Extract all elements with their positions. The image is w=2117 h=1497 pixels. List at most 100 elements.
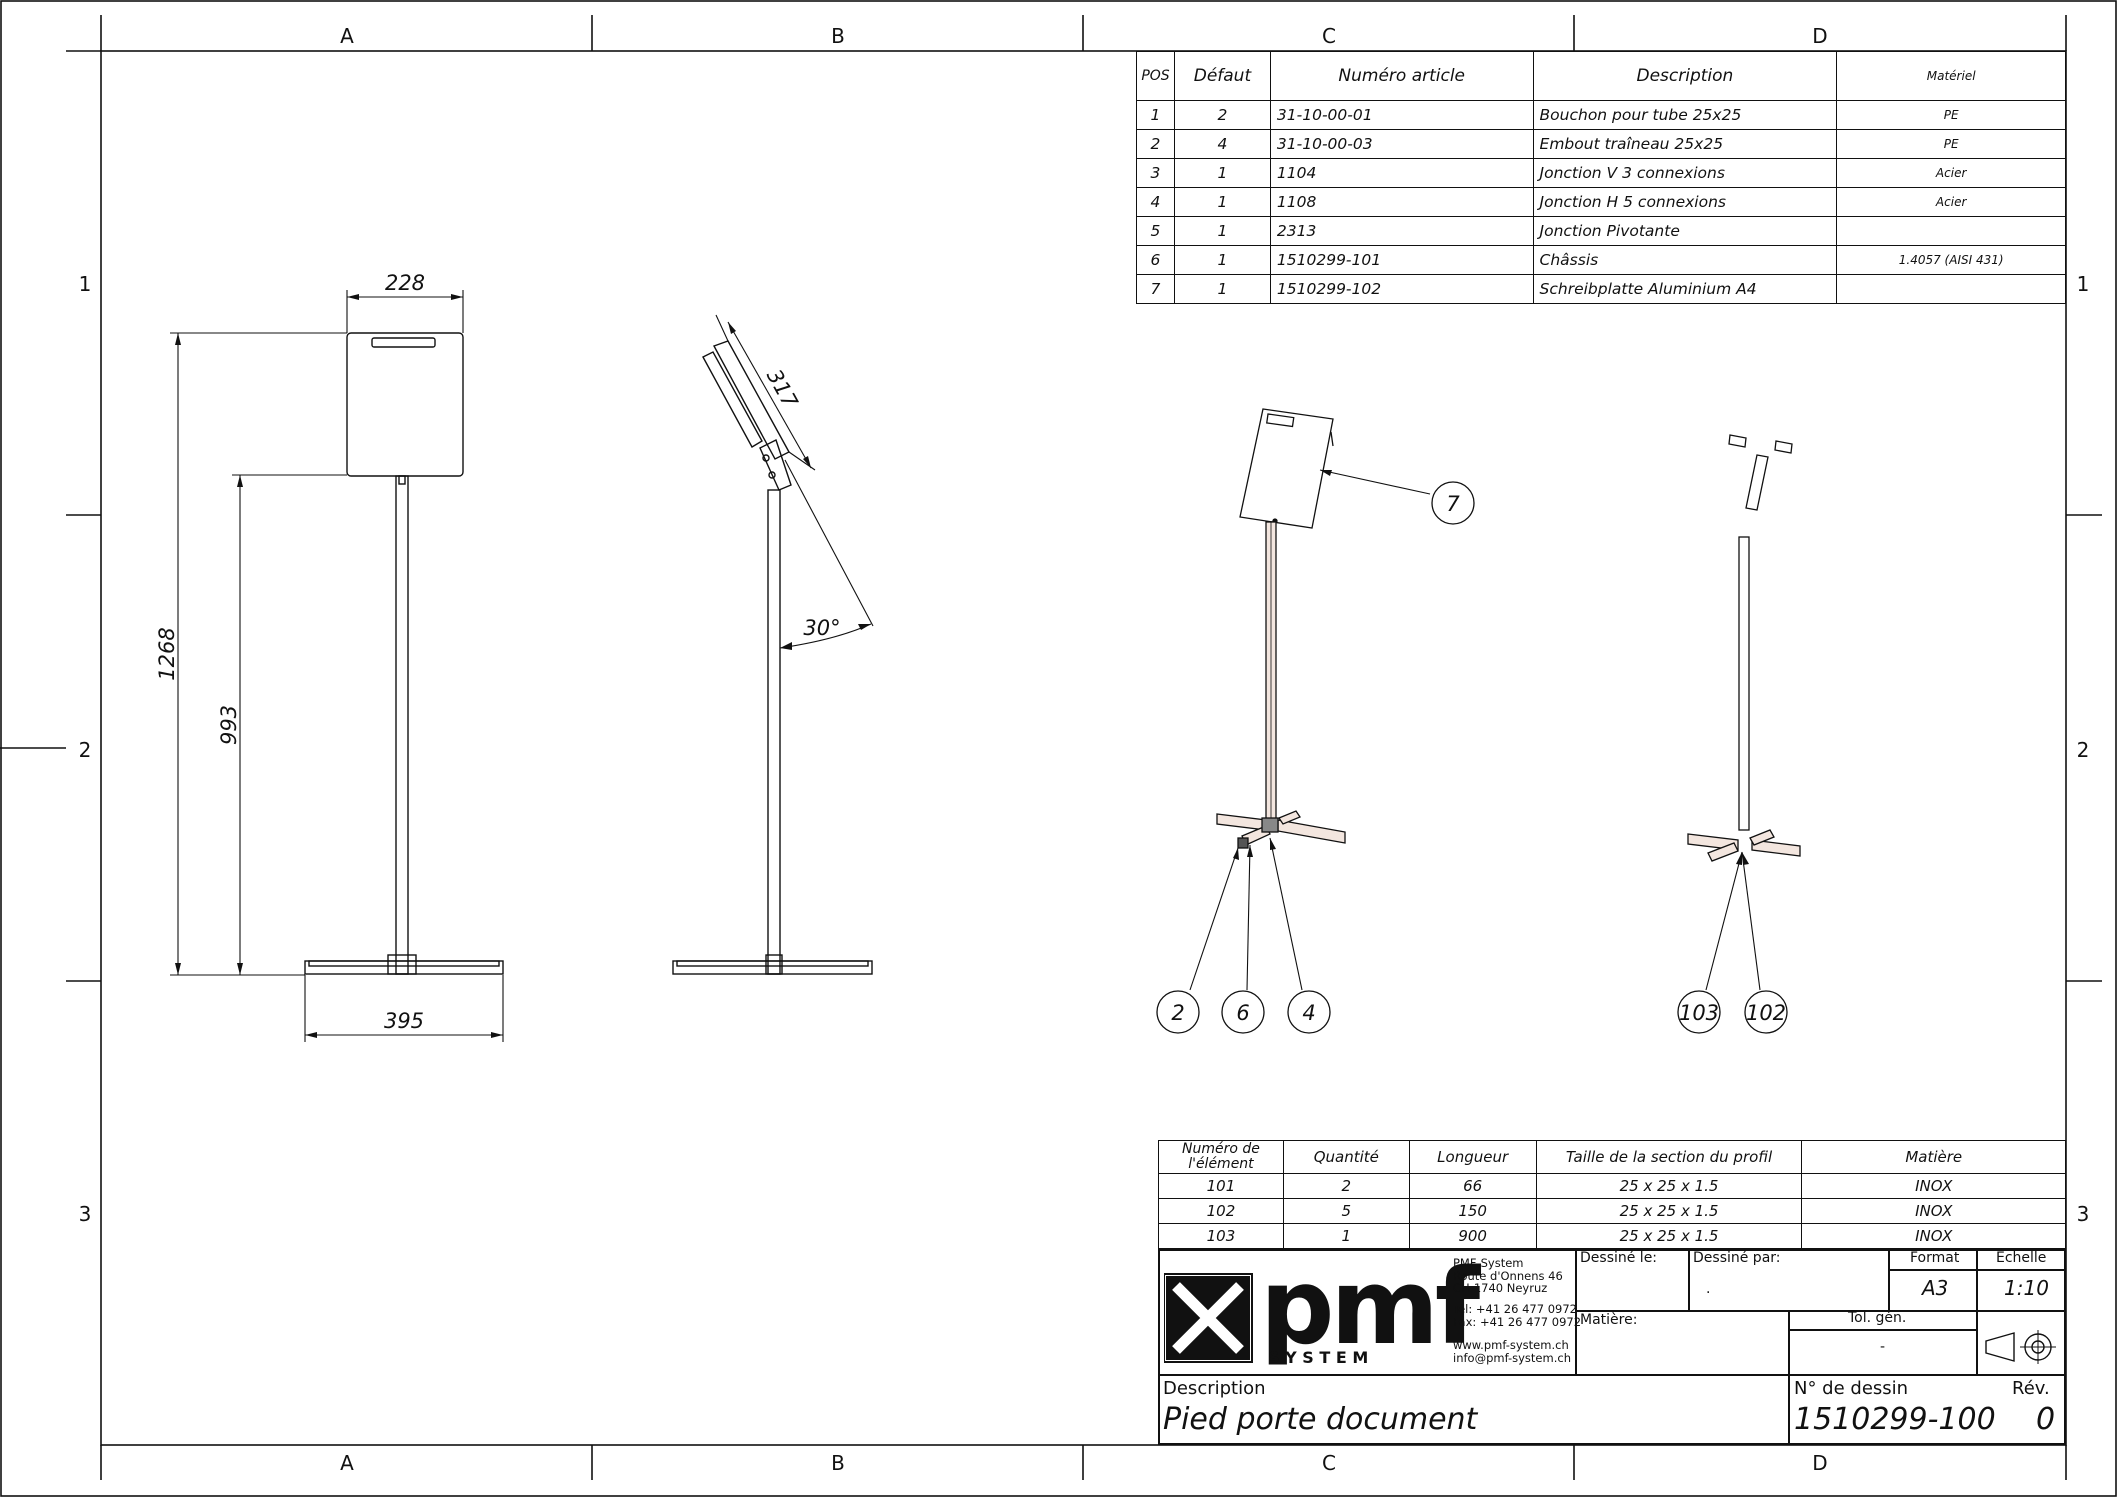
dim-side-angle: 30° — [803, 616, 840, 640]
dim-front-height-lower: 993 — [217, 705, 241, 745]
cell-description: Bouchon pour tube 25x25 — [1532, 100, 1838, 130]
drawn-by-label: Dessiné par: — [1693, 1250, 1781, 1266]
zone-col-a-top: A — [340, 24, 354, 48]
pmf-logo: pmf S Y S T E M — [1164, 1259, 1486, 1368]
balloon-6-label: 6 — [1236, 1001, 1249, 1025]
company-street: Route d'Onnens 46 — [1453, 1268, 1563, 1283]
header-matiere: Matière — [1801, 1140, 2066, 1174]
cell-element: 102 — [1158, 1198, 1284, 1224]
header-pos: POS — [1136, 51, 1175, 101]
cell-description: Jonction V 3 connexions — [1532, 158, 1838, 188]
cell-pos: 2 — [1136, 129, 1175, 159]
cell-longueur: 900 — [1408, 1223, 1537, 1249]
cell-pos: 7 — [1136, 274, 1175, 304]
cell-article: 2313 — [1269, 216, 1534, 246]
header-longueur: Longueur — [1408, 1140, 1537, 1174]
cell-taille: 25 x 25 x 1.5 — [1535, 1173, 1803, 1199]
dim-front-height-total: 1268 — [155, 627, 179, 680]
header-materiel: Matériel — [1836, 51, 2066, 101]
cell-materiel: Acier — [1836, 187, 2066, 217]
zone-row-1-left: 1 — [78, 272, 92, 296]
cell-defaut: 2 — [1173, 100, 1271, 130]
table-row: 103 1 900 25 x 25 x 1.5 INOX — [1158, 1223, 2066, 1249]
company-address: PMF-System Route d'Onnens 46 CH-1740 Ney… — [1453, 1257, 1563, 1295]
drawn-by-value: . — [1706, 1281, 1711, 1297]
cell-defaut: 1 — [1173, 187, 1271, 217]
cell-description: Jonction H 5 connexions — [1532, 187, 1838, 217]
cell-article: 31-10-00-03 — [1269, 129, 1534, 159]
zone-col-b-top: B — [831, 24, 845, 48]
parts-header-row: POS Défaut Numéro article Description Ma… — [1136, 51, 2066, 101]
dim-front-width-top: 228 — [385, 271, 425, 295]
cell-pos: 6 — [1136, 245, 1175, 275]
drawing-number-label: N° de dessin — [1794, 1378, 1909, 1399]
cell-pos: 5 — [1136, 216, 1175, 246]
table-row: 1 2 31-10-00-01 Bouchon pour tube 25x25 … — [1136, 100, 2066, 130]
header-taille-section: Taille de la section du profil — [1535, 1140, 1803, 1174]
table-row: 7 1 1510299-102 Schreibplatte Aluminium … — [1136, 274, 2066, 304]
table-row: 6 1 1510299-101 Châssis 1.4057 (AISI 431… — [1136, 245, 2066, 275]
format-label: Format — [1910, 1250, 1960, 1266]
company-tel: Tél: +41 26 477 0972 — [1453, 1302, 1577, 1316]
description-value: Pied porte document — [1163, 1402, 1478, 1437]
side-view — [672, 314, 874, 975]
table-row: 3 1 1104 Jonction V 3 connexions Acier — [1136, 158, 2066, 188]
cell-taille: 25 x 25 x 1.5 — [1535, 1198, 1803, 1224]
cell-description: Châssis — [1532, 245, 1838, 275]
revision-label: Rév. — [2012, 1378, 2050, 1399]
tolerance-label: Tol. gén. — [1848, 1310, 1907, 1326]
header-numero-article: Numéro article — [1269, 51, 1534, 101]
table-row: 102 5 150 25 x 25 x 1.5 INOX — [1158, 1198, 2066, 1224]
cell-quantite: 1 — [1282, 1223, 1410, 1249]
table-row: 101 2 66 25 x 25 x 1.5 INOX — [1158, 1173, 2066, 1199]
exploded-view — [1687, 434, 1801, 991]
cell-pos: 3 — [1136, 158, 1175, 188]
cell-materiel: 1.4057 (AISI 431) — [1836, 245, 2066, 275]
cell-matiere: INOX — [1801, 1173, 2066, 1199]
cell-element: 101 — [1158, 1173, 1284, 1199]
zone-col-d-bottom: D — [1812, 1451, 1828, 1475]
cell-defaut: 1 — [1173, 274, 1271, 304]
cell-defaut: 1 — [1173, 216, 1271, 246]
cell-article: 1108 — [1269, 187, 1534, 217]
balloon-circles — [1156, 481, 1788, 1034]
company-name: PMF-System — [1453, 1256, 1524, 1270]
profile-table: Numéro de l'élément Quantité Longueur Ta… — [1158, 1140, 2066, 1249]
company-city: CH-1740 Neyruz — [1453, 1281, 1548, 1295]
company-fax: Fax: +41 26 477 0972 — [1453, 1314, 1582, 1329]
zone-row-3-right: 3 — [2076, 1202, 2090, 1226]
cell-quantite: 5 — [1282, 1198, 1410, 1224]
zone-row-1-right: 1 — [2076, 272, 2090, 296]
cell-defaut: 1 — [1173, 245, 1271, 275]
dim-front-base-width: 395 — [384, 1009, 424, 1033]
logo-wordmark: pmf — [1260, 1259, 1482, 1368]
company-email: info@pmf-system.ch — [1453, 1350, 1571, 1365]
cell-defaut: 4 — [1173, 129, 1271, 159]
zone-col-d-top: D — [1812, 24, 1828, 48]
balloon-103-label: 103 — [1679, 1001, 1719, 1025]
drawing-number-value: 1510299-100 — [1794, 1402, 1996, 1437]
description-label: Description — [1163, 1378, 1266, 1399]
company-phone: Tél: +41 26 477 0972 Fax: +41 26 477 097… — [1453, 1303, 1581, 1328]
front-view — [170, 290, 504, 1042]
logo-subtitle: S Y S T E M — [1268, 1348, 1368, 1367]
cell-article: 1510299-102 — [1269, 274, 1534, 304]
title-block: pmf S Y S T E M PMF-System Route d'Onnen… — [1158, 1249, 2066, 1445]
zone-row-3-left: 3 — [78, 1202, 92, 1226]
zone-row-2-left: 2 — [78, 738, 92, 762]
tolerance-value: - — [1880, 1339, 1886, 1355]
material-label: Matière: — [1580, 1312, 1638, 1328]
zone-col-b-bottom: B — [831, 1451, 845, 1475]
zone-row-2-right: 2 — [2076, 738, 2090, 762]
drawn-on-label: Dessiné le: — [1580, 1250, 1658, 1266]
cell-materiel: Acier — [1836, 158, 2066, 188]
parts-list-table: POS Défaut Numéro article Description Ma… — [1136, 51, 2066, 304]
cell-element: 103 — [1158, 1223, 1284, 1249]
revision-value: 0 — [2036, 1402, 2056, 1437]
cell-taille: 25 x 25 x 1.5 — [1535, 1223, 1803, 1249]
zone-col-a-bottom: A — [340, 1451, 354, 1475]
cell-description: Embout traîneau 25x25 — [1532, 129, 1838, 159]
header-description: Description — [1532, 51, 1838, 101]
